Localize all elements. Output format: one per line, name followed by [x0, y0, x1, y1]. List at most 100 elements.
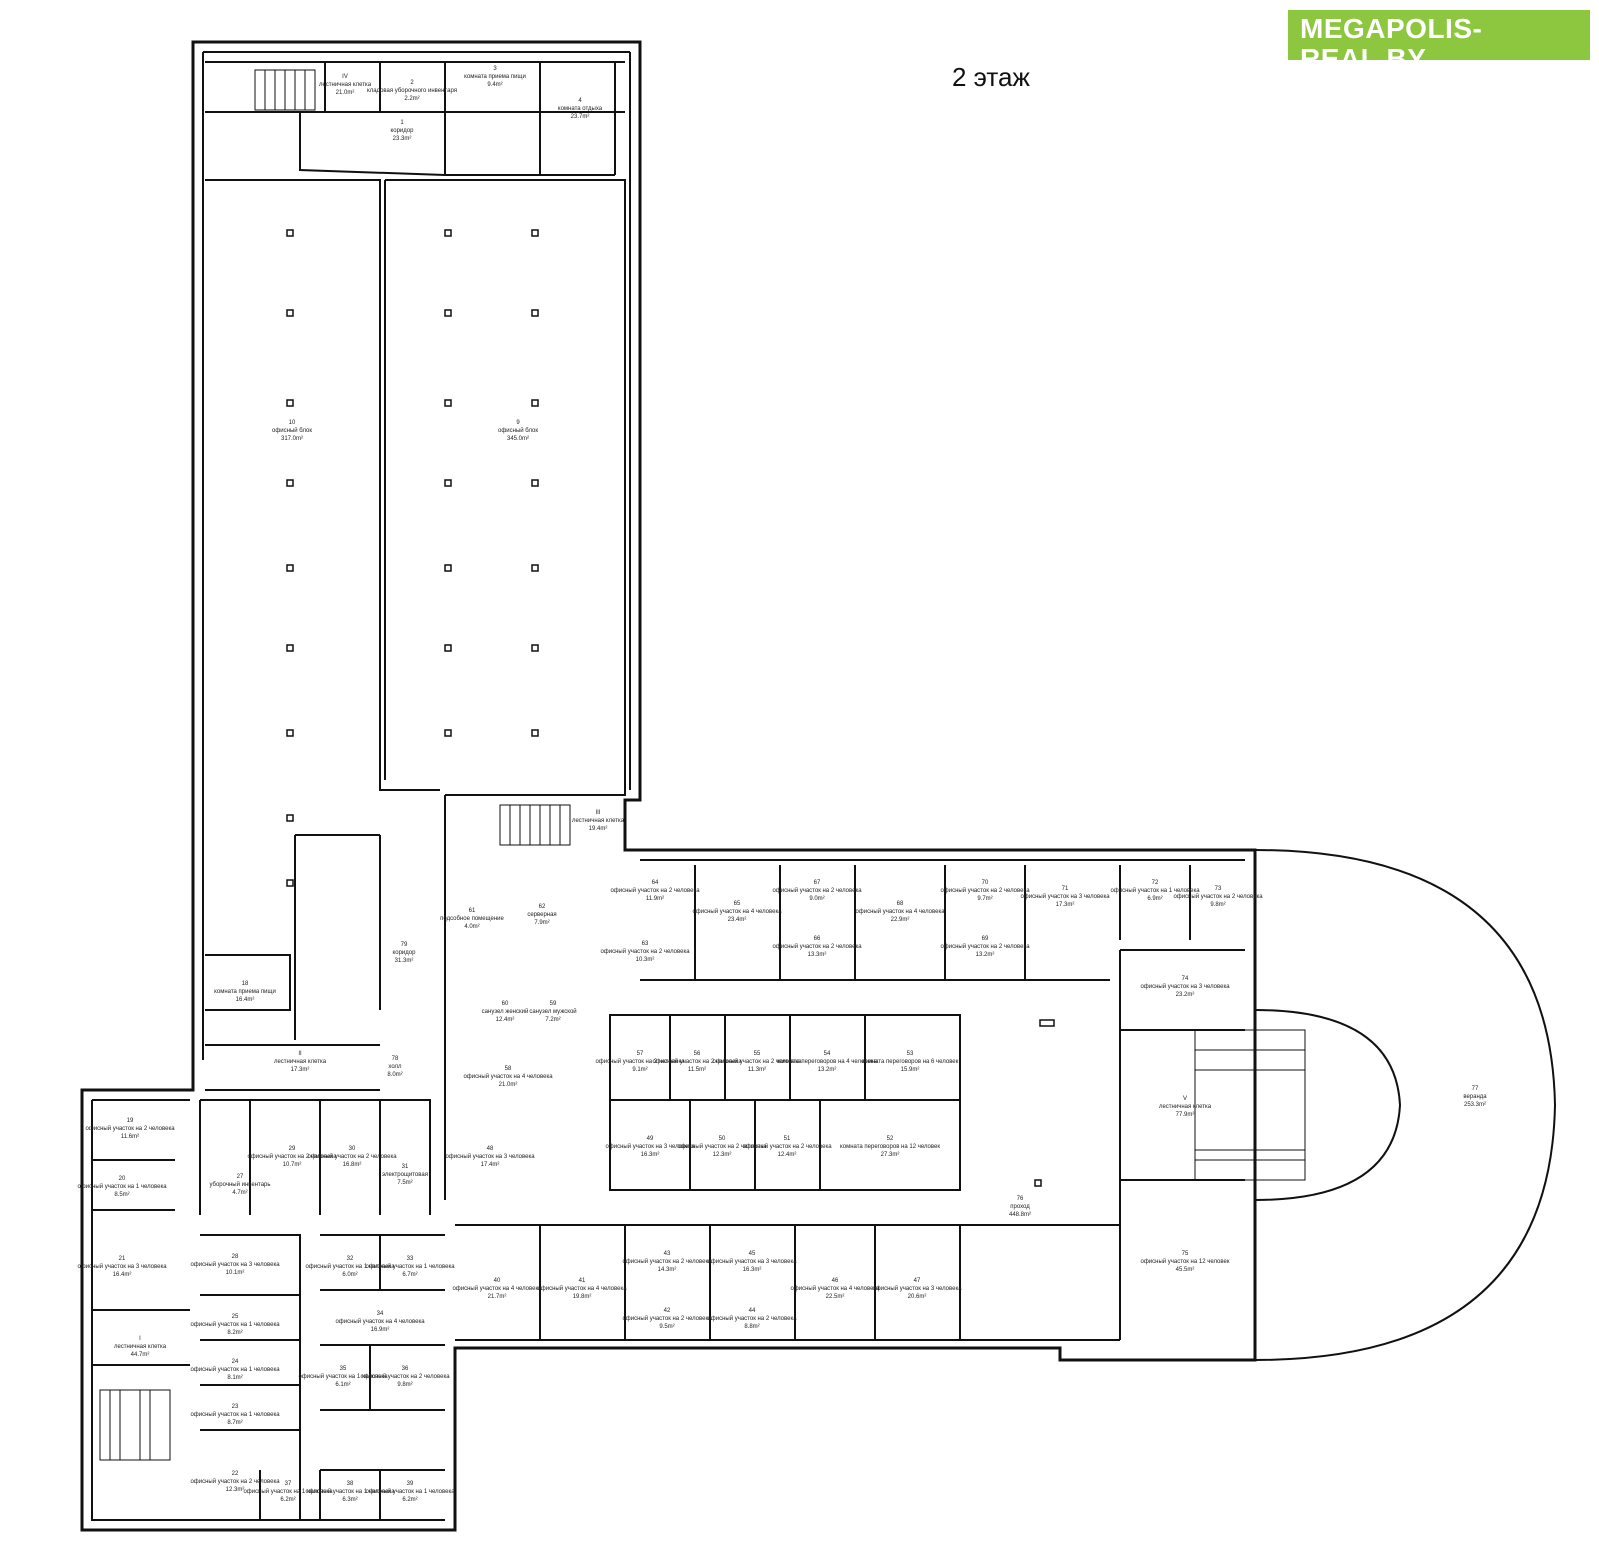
room-label: 10.1m² — [226, 1270, 245, 1276]
room-label: офисный участок на 1 человека — [190, 1321, 280, 1328]
room-label: 8.0m² — [387, 1072, 402, 1078]
room-label: 18 — [242, 981, 249, 987]
room-label: комната переговоров на 6 человек — [862, 1059, 959, 1065]
room-label: кладовая уборочного инвентаря — [367, 88, 457, 94]
room-label: 16.4m² — [236, 997, 255, 1003]
room-label: 57 — [637, 1051, 644, 1057]
room-label: 345.0m² — [507, 436, 529, 442]
room-label: офисный участок на 2 человека — [707, 1315, 797, 1322]
room-label: комната переговоров на 4 человека — [777, 1059, 878, 1065]
room-label: офисный участок на 4 человека — [790, 1285, 880, 1292]
room-label: 21.0m² — [336, 90, 355, 96]
room-label: 9.7m² — [977, 896, 992, 902]
room-label: офисный участок на 2 человека — [677, 1143, 767, 1150]
room-label: I — [139, 1336, 141, 1342]
room-label: 21.0m² — [499, 1082, 518, 1088]
room-label: 22 — [232, 1471, 239, 1477]
room-label: 6.3m² — [342, 1497, 357, 1503]
room-label: 6.1m² — [335, 1382, 350, 1388]
room-label: 68 — [897, 901, 904, 907]
room-label: 20.6m² — [908, 1294, 927, 1300]
room-label: 20 — [119, 1176, 126, 1182]
room-label: офисный участок на 4 человека — [692, 908, 782, 915]
room-label: 317.0m² — [281, 436, 303, 442]
room-label: 8.1m² — [227, 1375, 242, 1381]
room-label: офисный участок на 2 человека — [247, 1153, 337, 1160]
room-label: 54 — [824, 1051, 831, 1057]
room-label: 23.7m² — [571, 114, 590, 120]
room-label: офисный участок на 1 человека — [1110, 887, 1200, 894]
room-label: 76 — [1017, 1196, 1024, 1202]
room-label: 40 — [494, 1278, 501, 1284]
room-label: 77 — [1472, 1086, 1479, 1092]
room-label: 62 — [539, 904, 546, 910]
room-label: офисный участок на 2 человека — [772, 943, 862, 950]
room-labels: IV лестничная клетка 21.0m² 2 кладовая у… — [77, 66, 1487, 1503]
logo-title: MEGAPOLIS-REAL.BY — [1300, 13, 1483, 74]
room-label: 38 — [347, 1481, 354, 1487]
room-label: 17.3m² — [1056, 902, 1075, 908]
site-logo[interactable]: MEGAPOLIS-REAL.BY портал о коммерческой … — [1288, 10, 1590, 87]
room-label: 28 — [232, 1254, 239, 1260]
room-label: 6.2m² — [402, 1497, 417, 1503]
room-label: 13.3m² — [808, 952, 827, 958]
room-label: 45 — [749, 1251, 756, 1257]
room-label: 55 — [754, 1051, 761, 1057]
room-label: 52 — [887, 1136, 894, 1142]
room-label: 21.7m² — [488, 1294, 507, 1300]
room-label: 25 — [232, 1314, 239, 1320]
room-label: 49 — [647, 1136, 654, 1142]
room-label: II — [298, 1051, 302, 1057]
room-label: офисный участок на 2 человека — [360, 1373, 450, 1380]
room-label: 79 — [401, 942, 408, 948]
room-label: 67 — [814, 880, 821, 886]
room-label: 56 — [694, 1051, 701, 1057]
columns — [286, 229, 1055, 1187]
room-label: офисный участок на 2 человека — [1173, 893, 1263, 900]
room-label: 9.1m² — [632, 1067, 647, 1073]
room-label: 31 — [402, 1164, 409, 1170]
room-label: 15.9m² — [901, 1067, 920, 1073]
room-label: коридор — [393, 950, 417, 956]
room-label: офисный блок — [498, 427, 538, 434]
room-label: 7.9m² — [534, 920, 549, 926]
room-label: уборочный инвентарь — [209, 1181, 270, 1188]
room-label: 13.2m² — [976, 952, 995, 958]
room-label: 9.4m² — [487, 82, 502, 88]
room-label: 1 — [400, 120, 404, 126]
room-label: офисный участок на 2 человека — [307, 1153, 397, 1160]
room-label: 6.9m² — [1147, 896, 1162, 902]
room-label: коридор — [391, 128, 415, 134]
room-label: 64 — [652, 880, 659, 886]
room-label: офисный участок на 2 человека — [772, 887, 862, 894]
room-label: 10 — [289, 420, 296, 426]
room-label: офисный участок на 1 человека — [77, 1183, 167, 1190]
room-label: 51 — [784, 1136, 791, 1142]
room-label: 31.3m² — [395, 958, 414, 964]
room-label: 4.0m² — [464, 924, 479, 930]
room-label: 53 — [907, 1051, 914, 1057]
room-label: 17.3m² — [291, 1067, 310, 1073]
room-label: 19.8m² — [573, 1294, 592, 1300]
room-label: офисный участок на 1 человека — [305, 1263, 395, 1270]
room-label: офисный участок на 1 человека — [305, 1488, 395, 1495]
room-label: 19 — [127, 1118, 134, 1124]
room-label: 16.3m² — [641, 1152, 660, 1158]
room-label: 32 — [347, 1256, 354, 1262]
room-label: 16.9m² — [371, 1327, 390, 1333]
room-label: 45.5m² — [1176, 1267, 1195, 1273]
room-label: 4.7m² — [232, 1190, 247, 1196]
room-label: 44.7m² — [131, 1352, 150, 1358]
room-label: 30 — [349, 1146, 356, 1152]
floor-title: 2 этаж — [952, 62, 1030, 92]
room-label: 12.4m² — [778, 1152, 797, 1158]
room-label: 72 — [1152, 880, 1159, 886]
room-label: 59 — [550, 1001, 557, 1007]
room-label: 11.6m² — [121, 1134, 139, 1140]
room-label: холл — [388, 1064, 402, 1070]
room-label: 58 — [505, 1066, 512, 1072]
room-label: офисный участок на 1 человека — [365, 1488, 455, 1495]
room-label: санузел женский — [482, 1008, 529, 1015]
room-label: офисный участок на 2 человека — [742, 1143, 832, 1150]
room-label: 69 — [982, 936, 989, 942]
